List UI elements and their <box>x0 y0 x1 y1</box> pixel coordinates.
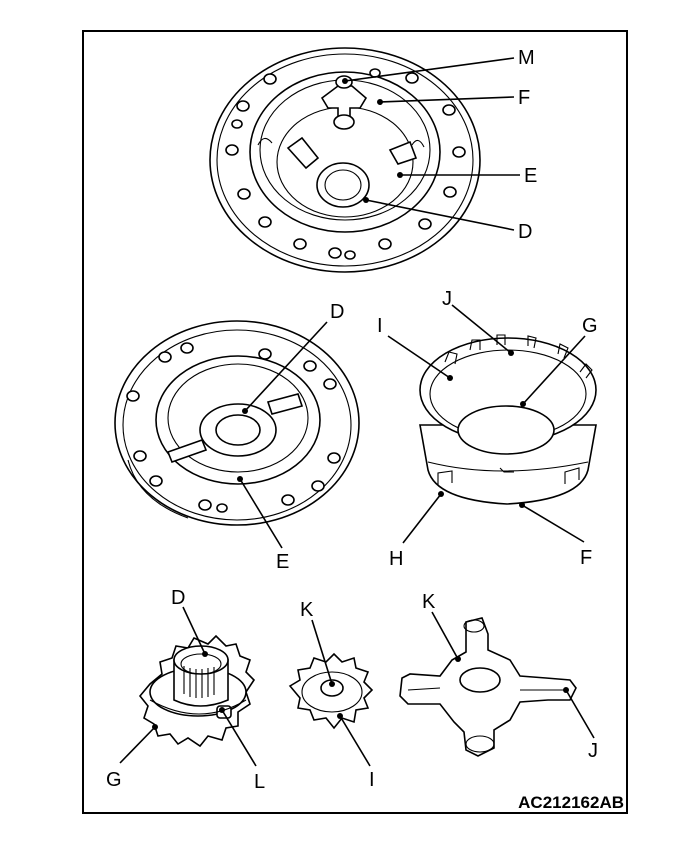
label-mid-d: D <box>330 301 344 323</box>
leader-lines <box>119 57 595 767</box>
label-case-i: I <box>377 315 383 337</box>
label-top-f: F <box>518 87 530 109</box>
label-gear-g: G <box>106 769 122 791</box>
label-case-j: J <box>442 288 452 310</box>
label-pinion-i: I <box>369 769 375 791</box>
label-case-g: G <box>582 315 598 337</box>
label-case-f: F <box>580 547 592 569</box>
side-gear <box>138 634 256 748</box>
label-top-m: M <box>518 47 535 69</box>
label-case-h: H <box>389 548 403 570</box>
bolt-holes <box>225 68 466 260</box>
label-spider-k: K <box>422 591 436 613</box>
label-gear-l: L <box>254 771 265 793</box>
label-top-d: D <box>518 221 532 243</box>
pinion-gear <box>288 652 374 730</box>
label-mid-e: E <box>276 551 289 573</box>
bolt-holes <box>126 342 341 513</box>
label-top-e: E <box>524 165 537 187</box>
part-labels: M F E D D E J I G H F D G L K I K J <box>106 47 598 793</box>
figure-code: AC212162AB <box>518 793 624 812</box>
label-pinion-k: K <box>300 599 314 621</box>
differential-case <box>419 334 597 505</box>
spider-cross <box>399 617 577 757</box>
label-gear-d: D <box>171 587 185 609</box>
middle-flange-cover <box>114 320 360 526</box>
label-spider-j: J <box>588 740 598 762</box>
